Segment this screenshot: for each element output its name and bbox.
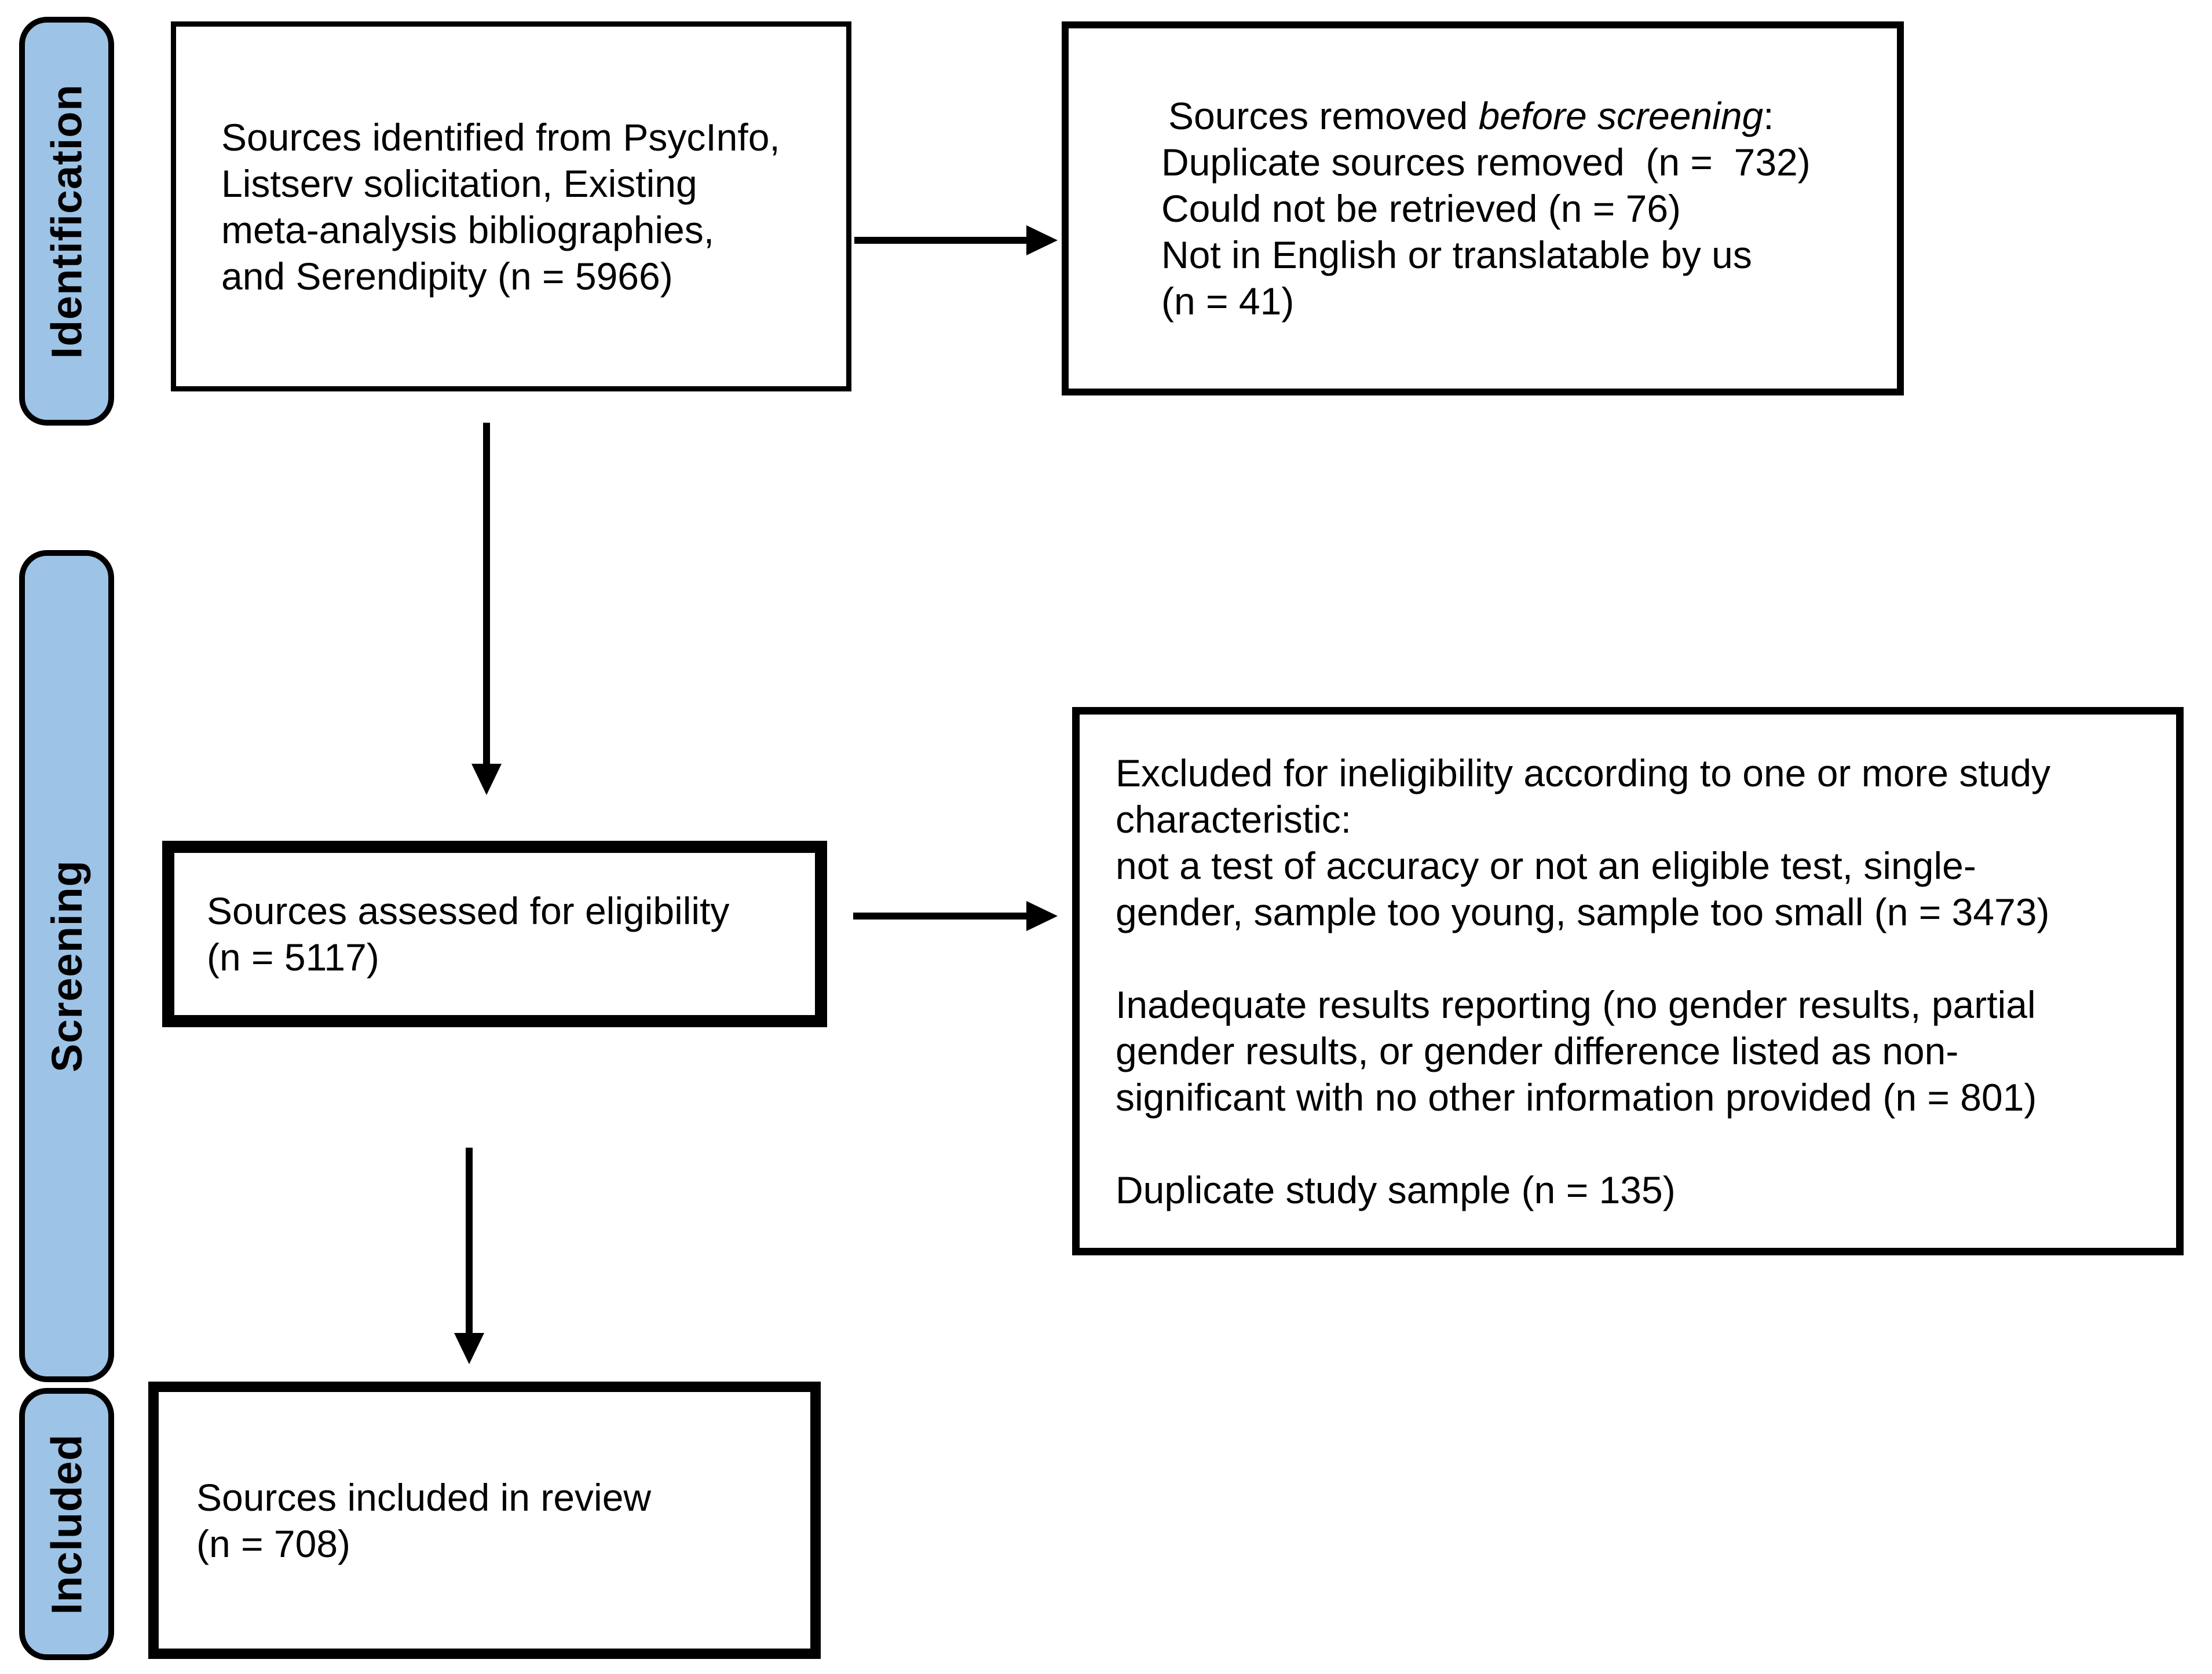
stage-label-included: Included bbox=[42, 1433, 91, 1615]
arrow-identified-to-assessed-head bbox=[471, 764, 502, 795]
arrow-identified-to-removed-shaft bbox=[854, 237, 1028, 244]
arrow-identified-to-assessed-shaft bbox=[483, 423, 490, 764]
box-sources-identified: Sources identified from PsycInfo, Listse… bbox=[171, 21, 851, 391]
arrow-assessed-to-excluded-shaft bbox=[853, 913, 1028, 920]
box-sources-removed-text: Duplicate sources removed (n = 732) Coul… bbox=[1161, 141, 1811, 323]
arrow-assessed-to-included-head bbox=[454, 1333, 484, 1364]
box-sources-removed: Sources removed before screening: Duplic… bbox=[1062, 21, 1904, 395]
arrow-identified-to-removed-head bbox=[1026, 225, 1058, 255]
removed-heading-italic: before screening bbox=[1478, 94, 1764, 137]
arrow-assessed-to-excluded-head bbox=[1026, 901, 1058, 931]
stage-label-identification: Identification bbox=[42, 83, 91, 359]
box-sources-included-review-text: Sources included in review (n = 708) bbox=[196, 1475, 652, 1565]
box-sources-included-review: Sources included in review (n = 708) bbox=[148, 1382, 821, 1659]
removed-heading-suffix: : bbox=[1763, 94, 1774, 137]
arrow-assessed-to-included-shaft bbox=[466, 1148, 473, 1334]
stage-bar-screening: Screening bbox=[19, 550, 114, 1382]
stage-bar-included: Included bbox=[19, 1388, 114, 1660]
removed-heading-prefix: Sources removed bbox=[1168, 94, 1479, 137]
box-sources-assessed: Sources assessed for eligibility (n = 51… bbox=[162, 841, 827, 1027]
stage-bar-identification: Identification bbox=[19, 17, 114, 426]
box-sources-excluded-text: Excluded for ineligibility according to … bbox=[1116, 751, 2051, 1211]
stage-label-screening: Screening bbox=[42, 860, 91, 1072]
box-sources-removed-heading: Sources removed before screening: bbox=[1161, 93, 1880, 139]
box-sources-identified-text: Sources identified from PsycInfo, Listse… bbox=[221, 115, 780, 298]
box-sources-assessed-text: Sources assessed for eligibility (n = 51… bbox=[207, 889, 730, 979]
box-sources-excluded: Excluded for ineligibility according to … bbox=[1072, 707, 2184, 1255]
